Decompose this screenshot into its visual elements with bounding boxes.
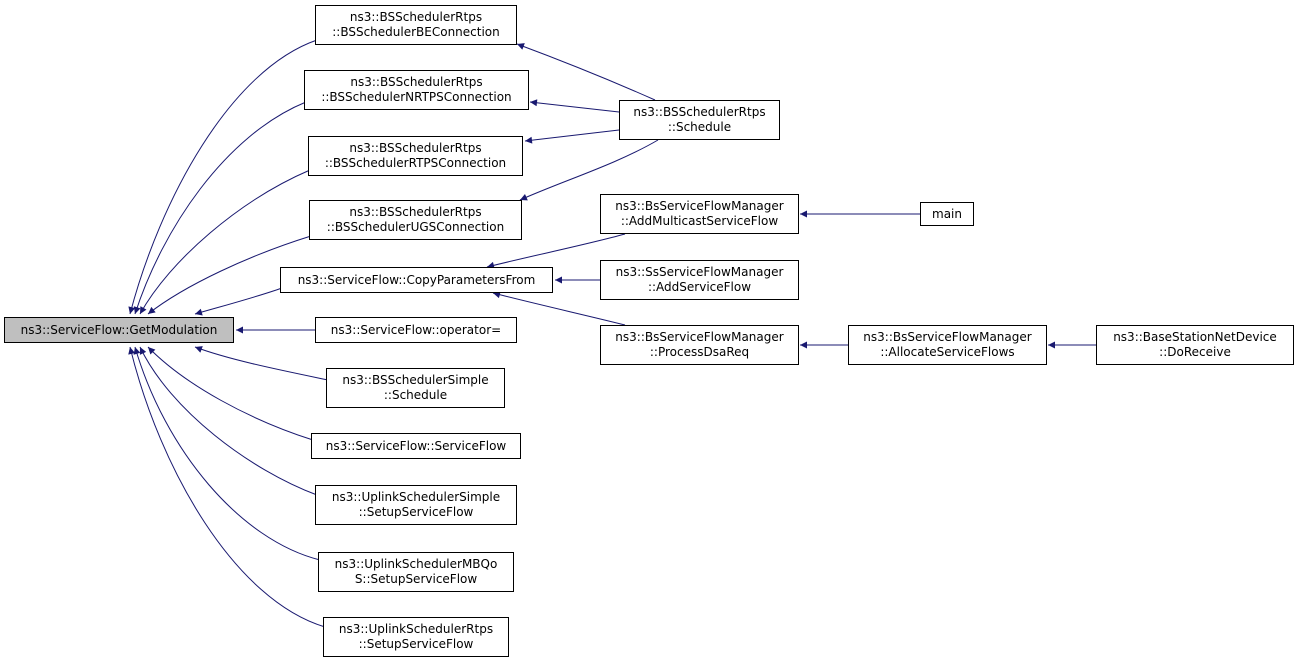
node-label-line: ::Schedule (667, 120, 732, 134)
node-label-line: ns3::SsServiceFlowManager (615, 265, 784, 279)
node-label-line: ns3::BaseStationNetDevice (1113, 330, 1277, 344)
node-label-line: ::BSSchedulerNRTPSConnection (321, 90, 512, 104)
node-label-line: ns3::BsServiceFlowManager (863, 330, 1032, 344)
edge-simple-to-getmod (194, 346, 329, 381)
node-label-line: ns3::BsServiceFlowManager (615, 330, 784, 344)
node-main[interactable]: main (920, 202, 974, 226)
node-bsserviceflowmanager-allocateserviceflows[interactable]: ns3::BsServiceFlowManager ::AllocateServ… (848, 325, 1047, 365)
node-bsschedulerrtps-ugsconnection[interactable]: ns3::BSSchedulerRtps ::BSSchedulerUGSCon… (309, 200, 522, 240)
node-label-line: ns3::ServiceFlow::ServiceFlow (325, 438, 507, 453)
edge-sched-to-rtps (524, 129, 620, 144)
node-label-line: ns3::UplinkSchedulerSimple (331, 490, 501, 504)
edge-rtps-to-getmod (139, 169, 311, 315)
edge-ulrtps-to-getmod (128, 346, 326, 628)
node-label-line: ns3::ServiceFlow::CopyParametersFrom (297, 272, 536, 287)
node-label-line: ::BSSchedulerBEConnection (332, 25, 500, 39)
node-ssserviceflowmanager-addserviceflow[interactable]: ns3::SsServiceFlowManager ::AddServiceFl… (600, 260, 799, 300)
node-bsserviceflowmanager-addmulticastserviceflow[interactable]: ns3::BsServiceFlowManager ::AddMulticast… (600, 194, 799, 234)
node-label-line: ns3::ServiceFlow::operator= (330, 322, 502, 337)
edge-be-to-getmod (128, 39, 318, 315)
node-bsschedulerrtps-schedule[interactable]: ns3::BSSchedulerRtps ::Schedule (619, 100, 780, 140)
node-label-line: ns3::BSSchedulerRtps (349, 205, 482, 219)
node-bsschedulerrtps-nrtpsconnection[interactable]: ns3::BSSchedulerRtps ::BSSchedulerNRTPSC… (304, 70, 529, 110)
node-copyparametersfrom[interactable]: ns3::ServiceFlow::CopyParametersFrom (280, 267, 553, 293)
edge-nrtps-to-getmod (133, 101, 307, 315)
node-label-line: ::SetupServiceFlow (358, 637, 474, 651)
node-uplinkschedulerrtps-setupserviceflow[interactable]: ns3::UplinkSchedulerRtps ::SetupServiceF… (323, 617, 509, 657)
edge-sfctor-to-getmod (147, 346, 314, 441)
node-label-line: ::SetupServiceFlow (358, 505, 474, 519)
node-label-line: ns3::BSSchedulerRtps (349, 141, 482, 155)
node-label-line: ns3::BsServiceFlowManager (615, 199, 784, 213)
edge-sched-to-nrtps (529, 99, 620, 113)
node-label-line: ns3::UplinkSchedulerMBQo (334, 557, 498, 571)
edge-sched-to-ugs (519, 139, 659, 201)
node-label-line: S::SetupServiceFlow (354, 572, 478, 586)
edge-addmc-to-copy (486, 233, 626, 269)
node-serviceflow-constructor[interactable]: ns3::ServiceFlow::ServiceFlow (311, 433, 521, 459)
node-label-line: ns3::BSSchedulerSimple (342, 373, 489, 387)
node-serviceflow-operator-assign[interactable]: ns3::ServiceFlow::operator= (315, 317, 517, 343)
node-label-line: ::AddMulticastServiceFlow (620, 214, 779, 228)
node-bsschedulersimple-schedule[interactable]: ns3::BSSchedulerSimple ::Schedule (326, 368, 505, 408)
node-label-line: ns3::BSSchedulerRtps (350, 75, 483, 89)
node-label-line: ::DoReceive (1159, 345, 1231, 359)
node-label-line: ::ProcessDsaReq (649, 345, 750, 359)
edge-copy-to-getmod (194, 287, 283, 316)
node-bsschedulerrtps-rtpsconnection[interactable]: ns3::BSSchedulerRtps ::BSSchedulerRTPSCo… (308, 136, 523, 176)
node-uplinkschedulersimple-setupserviceflow[interactable]: ns3::UplinkSchedulerSimple ::SetupServic… (315, 485, 517, 525)
node-getmodulation: ns3::ServiceFlow::GetModulation (4, 317, 234, 343)
node-bsserviceflowmanager-processdsareq[interactable]: ns3::BsServiceFlowManager ::ProcessDsaRe… (600, 325, 799, 365)
edge-ugs-to-getmod (147, 235, 312, 315)
node-label-line: ns3::ServiceFlow::GetModulation (20, 322, 218, 337)
node-label-line: ::Schedule (383, 388, 448, 402)
node-bsschedulerrtps-beconnection[interactable]: ns3::BSSchedulerRtps ::BSSchedulerBEConn… (315, 5, 517, 45)
node-label-line: ns3::BSSchedulerRtps (633, 105, 766, 119)
node-basestationnetdevice-doreceive[interactable]: ns3::BaseStationNetDevice ::DoReceive (1096, 325, 1294, 365)
node-label-line: ns3::UplinkSchedulerRtps (338, 622, 494, 636)
node-label-line: ::AddServiceFlow (647, 280, 752, 294)
node-uplinkschedulermbqos-setupserviceflow[interactable]: ns3::UplinkSchedulerMBQo S::SetupService… (318, 552, 514, 592)
edge-sched-to-be (516, 43, 656, 101)
node-label-line: ::BSSchedulerUGSConnection (326, 220, 505, 234)
node-label-line: ::BSSchedulerRTPSConnection (324, 156, 507, 170)
node-label-line: ::AllocateServiceFlows (880, 345, 1015, 359)
edge-dsareq-to-copy (492, 291, 626, 326)
edge-ulmbqos-to-getmod (133, 346, 321, 561)
edge-ulsimple-to-getmod (139, 346, 318, 496)
node-label-line: ns3::BSSchedulerRtps (349, 10, 483, 24)
node-label-line: main (932, 206, 962, 221)
